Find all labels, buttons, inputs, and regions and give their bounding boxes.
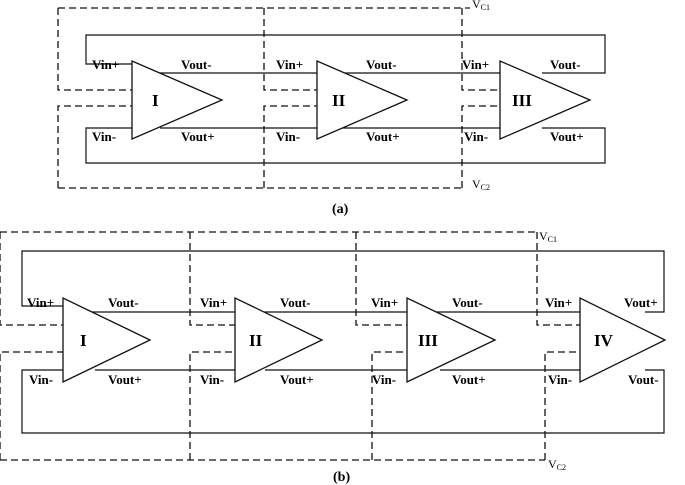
panel-a-stage-3-label: III [512,91,532,110]
panel-a-bottom-feedback-wire [85,127,606,164]
panel-b-stage-2-vin-plus: Vin+ [200,295,227,310]
panel-a-stage-3-vin-minus: Vin- [464,129,488,144]
panel-b-stage-2-label: II [249,331,263,350]
panel-b-signal-wires [21,250,665,434]
panel-a-amplifier-3 [499,60,592,140]
panel-a-stage-3-vout-top: Vout- [550,57,581,72]
panel-b-stage-2-vout-top: Vout- [280,295,311,310]
panel-b-stage-1-vin-minus: Vin- [29,372,53,387]
panel-b-stage-1-label: I [80,331,87,350]
panel-b-amplifier-3 [406,296,497,384]
panel-b-stage-3-vin-minus: Vin- [372,372,396,387]
panel-b-stage-4-vout-bottom: Vout- [628,372,659,387]
panel-a-stage-1: I Vin+ Vout- Vin- Vout+ [92,57,224,144]
panel-b-caption: (b) [333,470,350,485]
panel-a-control-lines [57,7,500,189]
panel-a-stage-1-vin-plus: Vin+ [92,57,119,72]
panel-b-stage-1-vout-bottom: Vout+ [108,372,142,387]
panel-b-stage-3-label: III [418,331,438,350]
panel-a-amplifier-2 [316,60,409,140]
panel-b-amplifier-2 [234,296,324,384]
panel-b-vc2-label: VC2 [548,457,566,472]
panel-b-top-feedback-wire [21,250,665,313]
panel-a-stage-2: II Vin+ Vout- Vin- Vout+ [276,57,409,144]
panel-a-top-feedback-wire [85,34,606,74]
panel-a-stage-2-vin-plus: Vin+ [276,57,303,72]
panel-b-stage-4-vin-plus: Vin+ [545,295,572,310]
panel-b-stage-3: III Vin+ Vout- Vin- Vout+ [371,295,497,387]
panel-b-stage-2-vin-minus: Vin- [200,372,224,387]
panel-b-stage-3-vout-top: Vout- [452,295,483,310]
panel-b-vc1-label: VC1 [539,229,557,244]
panel-a-vc1-label: VC1 [472,0,490,12]
panel-a-stage-3-vout-bottom: Vout+ [550,129,584,144]
panel-b-control-lines [0,231,580,461]
panel-a-stage-1-vout-top: Vout- [181,57,212,72]
panel-a-stage-2-vout-top: Vout- [366,57,397,72]
panel-b-stage-1: I Vin+ Vout- Vin- Vout+ [27,295,152,387]
panel-b-amplifier-1 [62,296,152,384]
panel-a-stage-3-vin-plus: Vin+ [462,57,489,72]
panel-b-stage-2: II Vin+ Vout- Vin- Vout+ [200,295,324,387]
panel-a-stage-3: III Vin+ Vout- Vin- Vout+ [462,57,592,144]
panel-b-stage-4: IV Vin+ Vout+ Vin- Vout- [545,295,667,387]
panel-a-stage-2-label: II [332,91,346,110]
panel-a-stage-1-vin-minus: Vin- [92,129,116,144]
panel-b-amplifier-4 [579,296,667,384]
panel-a-caption: (a) [332,202,349,217]
panel-b-stage-4-label: IV [594,331,614,350]
panel-a-amplifier-1 [131,60,224,140]
panel-a-stage-1-label: I [152,91,159,110]
panel-a-stage-1-vout-bottom: Vout+ [181,129,215,144]
panel-b-stage-4-vout-top: Vout+ [624,295,658,310]
panel-a-vc2-loop [57,105,500,189]
panel-a-vc1-loop [57,7,500,91]
panel-b: I Vin+ Vout- Vin- Vout+ II Vin+ Vout- Vi… [0,229,667,485]
panel-a-stage-2-vout-bottom: Vout+ [366,129,400,144]
panel-a-vc2-label: VC2 [472,177,490,192]
panel-b-stage-3-vin-plus: Vin+ [371,295,398,310]
panel-b-stage-2-vout-bottom: Vout+ [280,372,314,387]
panel-b-stage-3-vout-bottom: Vout+ [452,372,486,387]
panel-a-signal-wires [85,34,606,164]
panel-a-stage-2-vin-minus: Vin- [276,129,300,144]
panel-b-bottom-feedback-wire [21,369,665,434]
panel-a: I Vin+ Vout- Vin- Vout+ II Vin+ Vout- Vi… [57,0,606,217]
panel-b-stage-1-vin-plus: Vin+ [27,295,54,310]
panel-b-stage-1-vout-top: Vout- [108,295,139,310]
panel-b-vc1-loop [0,231,580,326]
panel-b-stage-4-vin-minus: Vin- [548,372,572,387]
